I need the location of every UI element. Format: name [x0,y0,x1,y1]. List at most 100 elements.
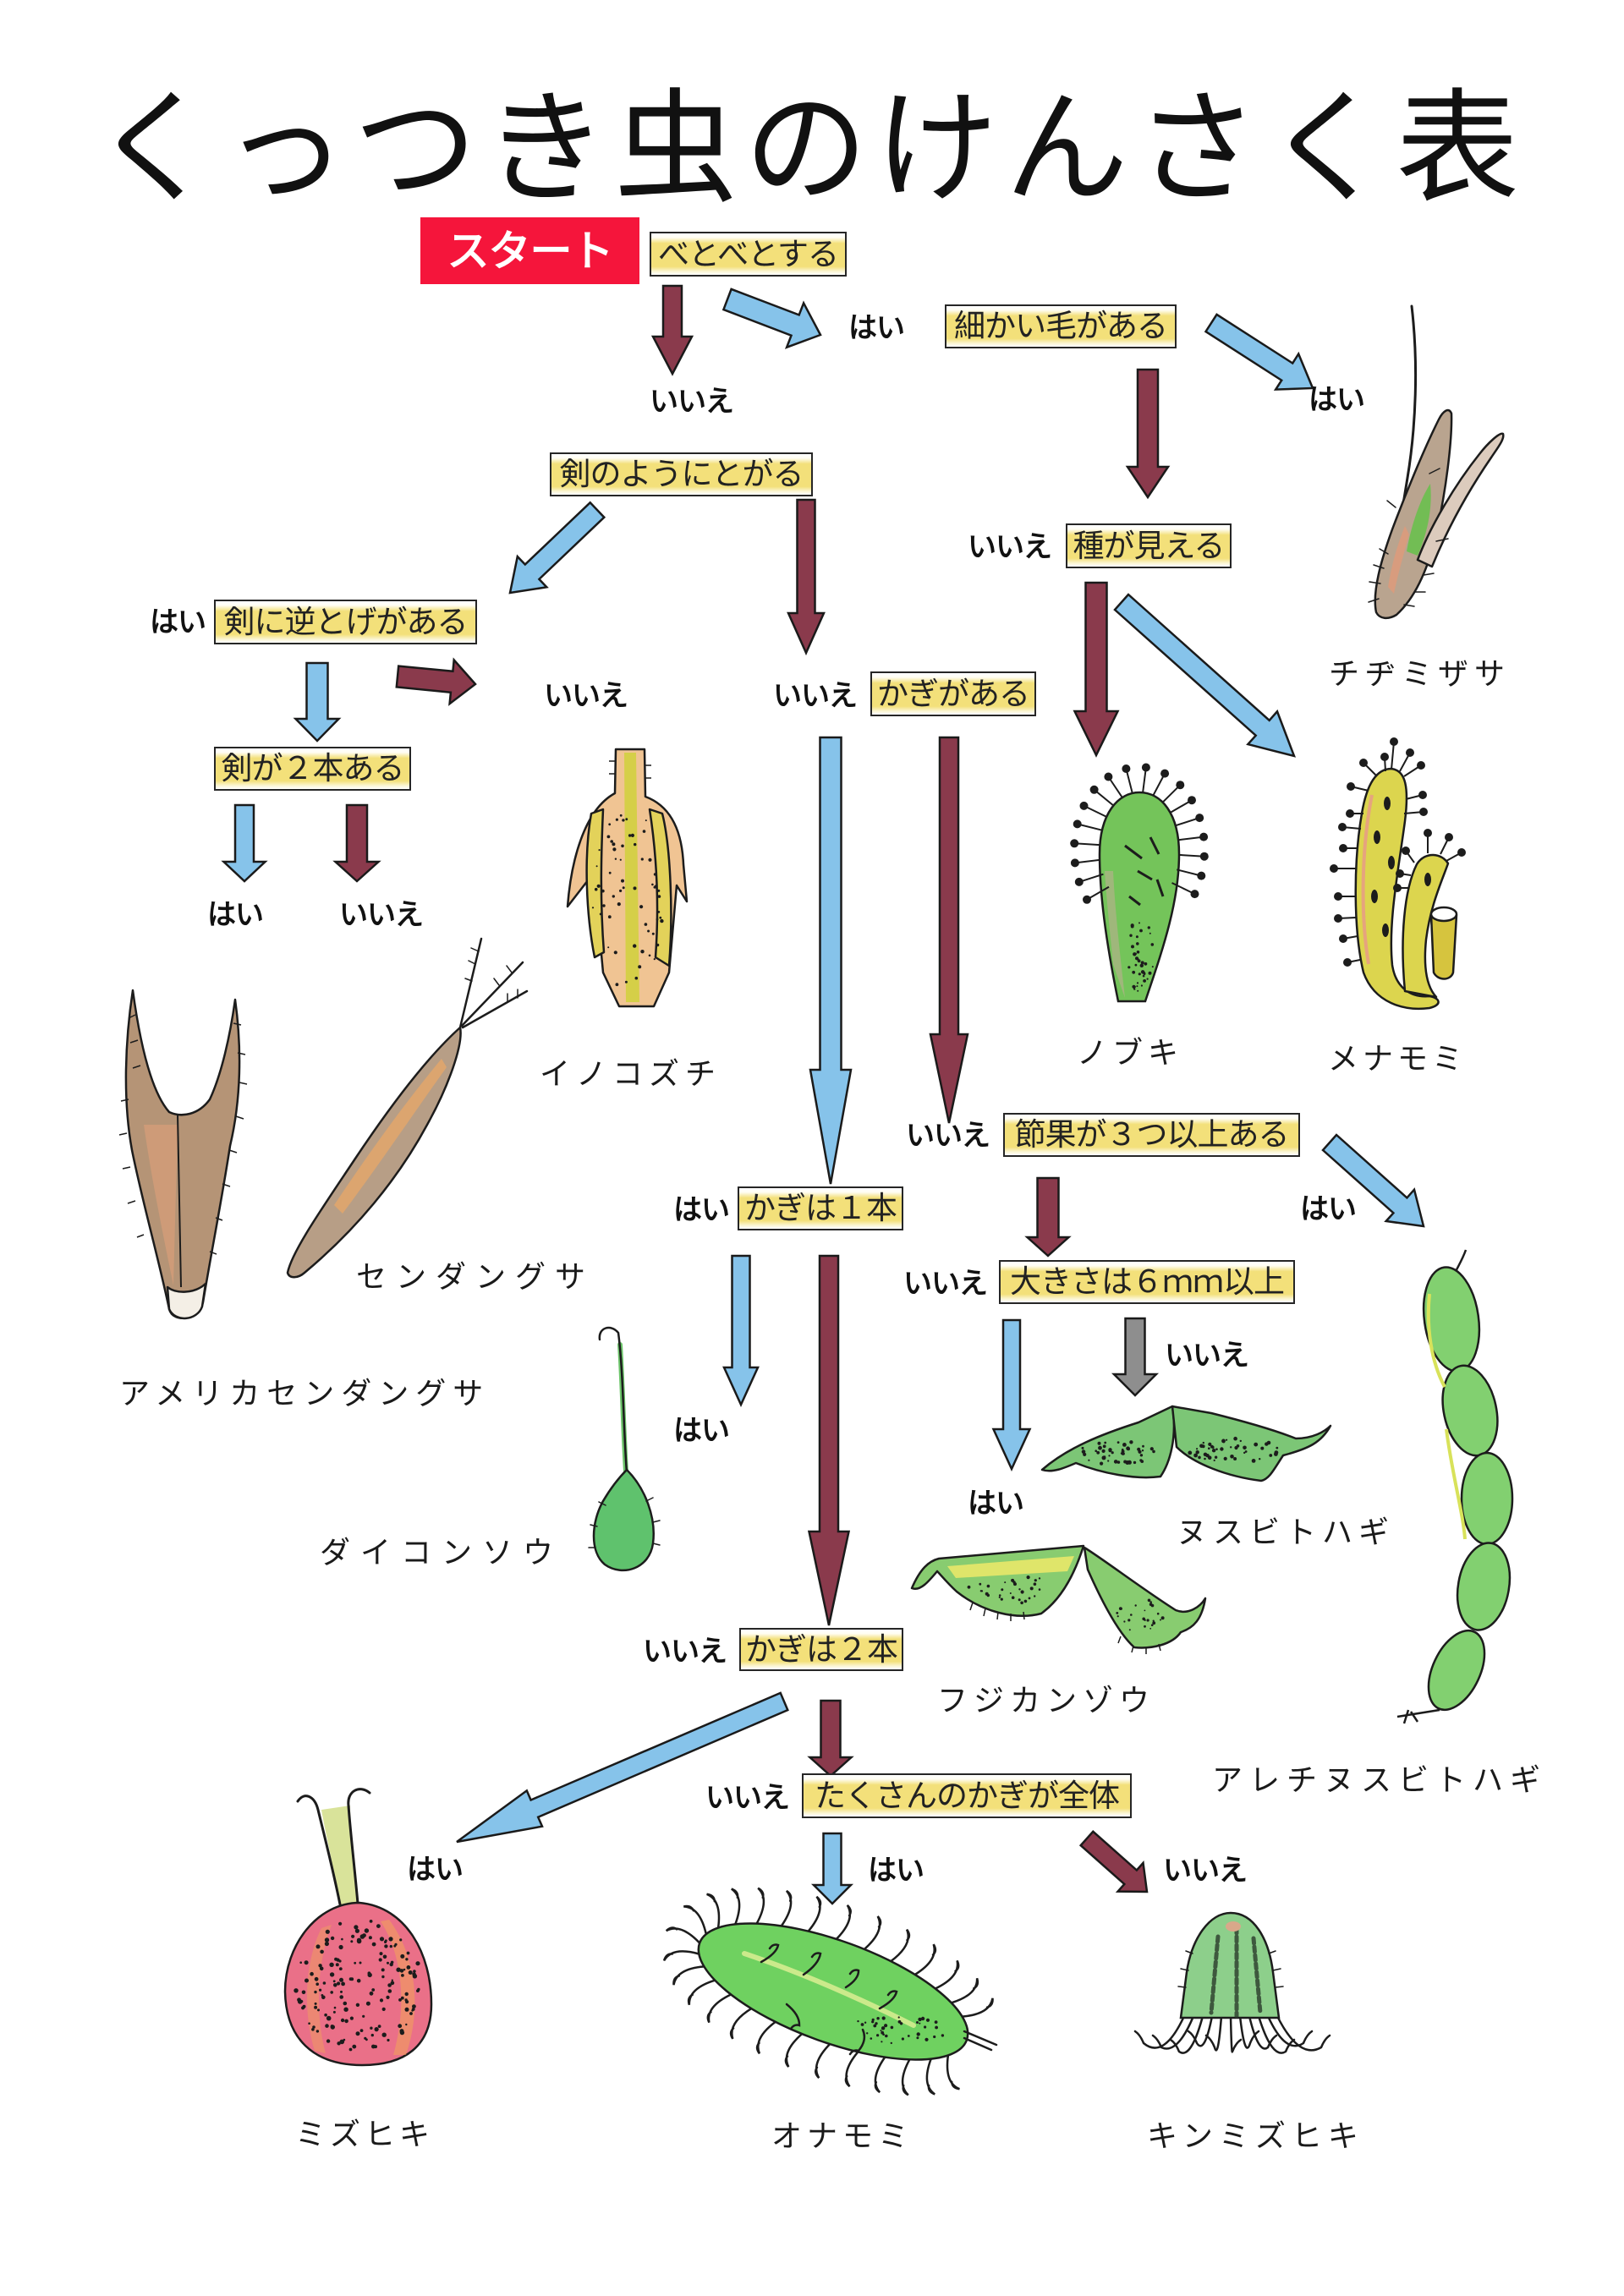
speckle [614,858,617,860]
speckle [350,1940,354,1943]
speckle [370,2033,374,2037]
hook [1204,2014,1223,2052]
speckle [389,1944,392,1948]
answer-yes-label: はい [150,606,206,639]
speckle [615,818,619,821]
start-label: スタート [447,226,614,276]
speckle [1081,1449,1086,1454]
gland [1083,895,1091,904]
speckle [351,1934,355,1938]
bristles [588,1497,661,1548]
gland [1419,808,1428,816]
speckle [653,885,656,889]
speckle [625,818,628,821]
speckle [657,911,661,913]
illustration-daikonsou [588,1326,661,1572]
speckle [324,1937,330,1943]
hook [925,2058,935,2096]
gland [1330,864,1338,873]
hook [1266,2014,1314,2047]
achene-orange-2 [306,1925,332,2053]
speckle [656,943,660,947]
spikelet-orange [1388,526,1409,594]
speckle [1244,1450,1248,1453]
gland [1402,847,1410,855]
speckle [381,2032,387,2037]
speckle [367,1972,372,1978]
gland [1199,852,1209,861]
speckle [359,2029,364,2033]
speckle [319,1988,322,1992]
speckle [398,1998,402,2002]
arrow-no-two-hooks [807,1699,854,1778]
speckle [622,886,625,890]
speckle [315,1982,320,1986]
hook [1229,2014,1243,2053]
glandular-hair [1077,823,1103,831]
speckle [1095,1449,1097,1452]
speckle [377,2025,381,2029]
speckle [608,823,612,826]
glandular-hair [1086,885,1110,901]
speckle [897,2019,902,2024]
speckle [314,2005,318,2009]
arrow-no-three-segments [1024,1176,1072,1258]
speckle [1104,1455,1106,1458]
arrow-no-has-hooks [929,736,969,1124]
speckle [967,1585,971,1589]
speckle [1204,1457,1206,1460]
gland [1347,782,1355,791]
speckle [986,1584,990,1588]
glandular-hair [1178,853,1204,858]
answer-yes-label: はい [968,1487,1024,1521]
hook [1151,2014,1195,2050]
arrow-yes-one-hook [722,1254,760,1408]
speckle [644,923,648,926]
speckle [1260,1446,1265,1450]
achene-stripe [334,1059,447,1214]
speckle [338,1959,342,1963]
speckle [864,2021,867,2024]
speckle [412,2004,416,2009]
speckle [333,1983,337,1987]
hook [863,1915,882,1951]
answer-yes-label: はい [673,1414,730,1448]
speckle [647,929,650,933]
question-three-segments: 節果が３つ以上ある [1003,1113,1300,1157]
speckle [1136,935,1138,938]
speckle [344,2019,348,2024]
gland [1199,832,1209,841]
speckle [1098,1445,1102,1450]
hook [1187,2014,1214,2047]
speckle [598,849,601,852]
speckle [1131,945,1134,949]
glandular-hair [1391,741,1395,770]
speckle [314,1990,317,1994]
speckle [608,871,612,874]
speckle [1108,1455,1111,1457]
speckle [881,2030,885,2035]
speckle [916,2036,919,2040]
speckle [1142,1444,1144,1448]
speckle [339,1977,343,1982]
seed-speckles [967,1575,1165,1631]
speckle [1011,1596,1015,1599]
hook [1276,2014,1331,2052]
gland [1445,833,1453,841]
speckle [340,1990,343,1993]
speckle [1034,1579,1037,1582]
gland [1074,877,1084,886]
question-hooks-all-over: たくさんのかぎが全体 [802,1773,1132,1818]
hook [706,1993,732,2024]
gland [1346,809,1354,818]
speckle [595,865,598,868]
speckle [338,1921,343,1926]
gland [1359,759,1368,767]
speckle [1107,1460,1110,1462]
speckle [338,1967,343,1971]
speckle [865,2032,869,2035]
speckle [319,1966,324,1971]
seed-speckles [591,814,664,987]
